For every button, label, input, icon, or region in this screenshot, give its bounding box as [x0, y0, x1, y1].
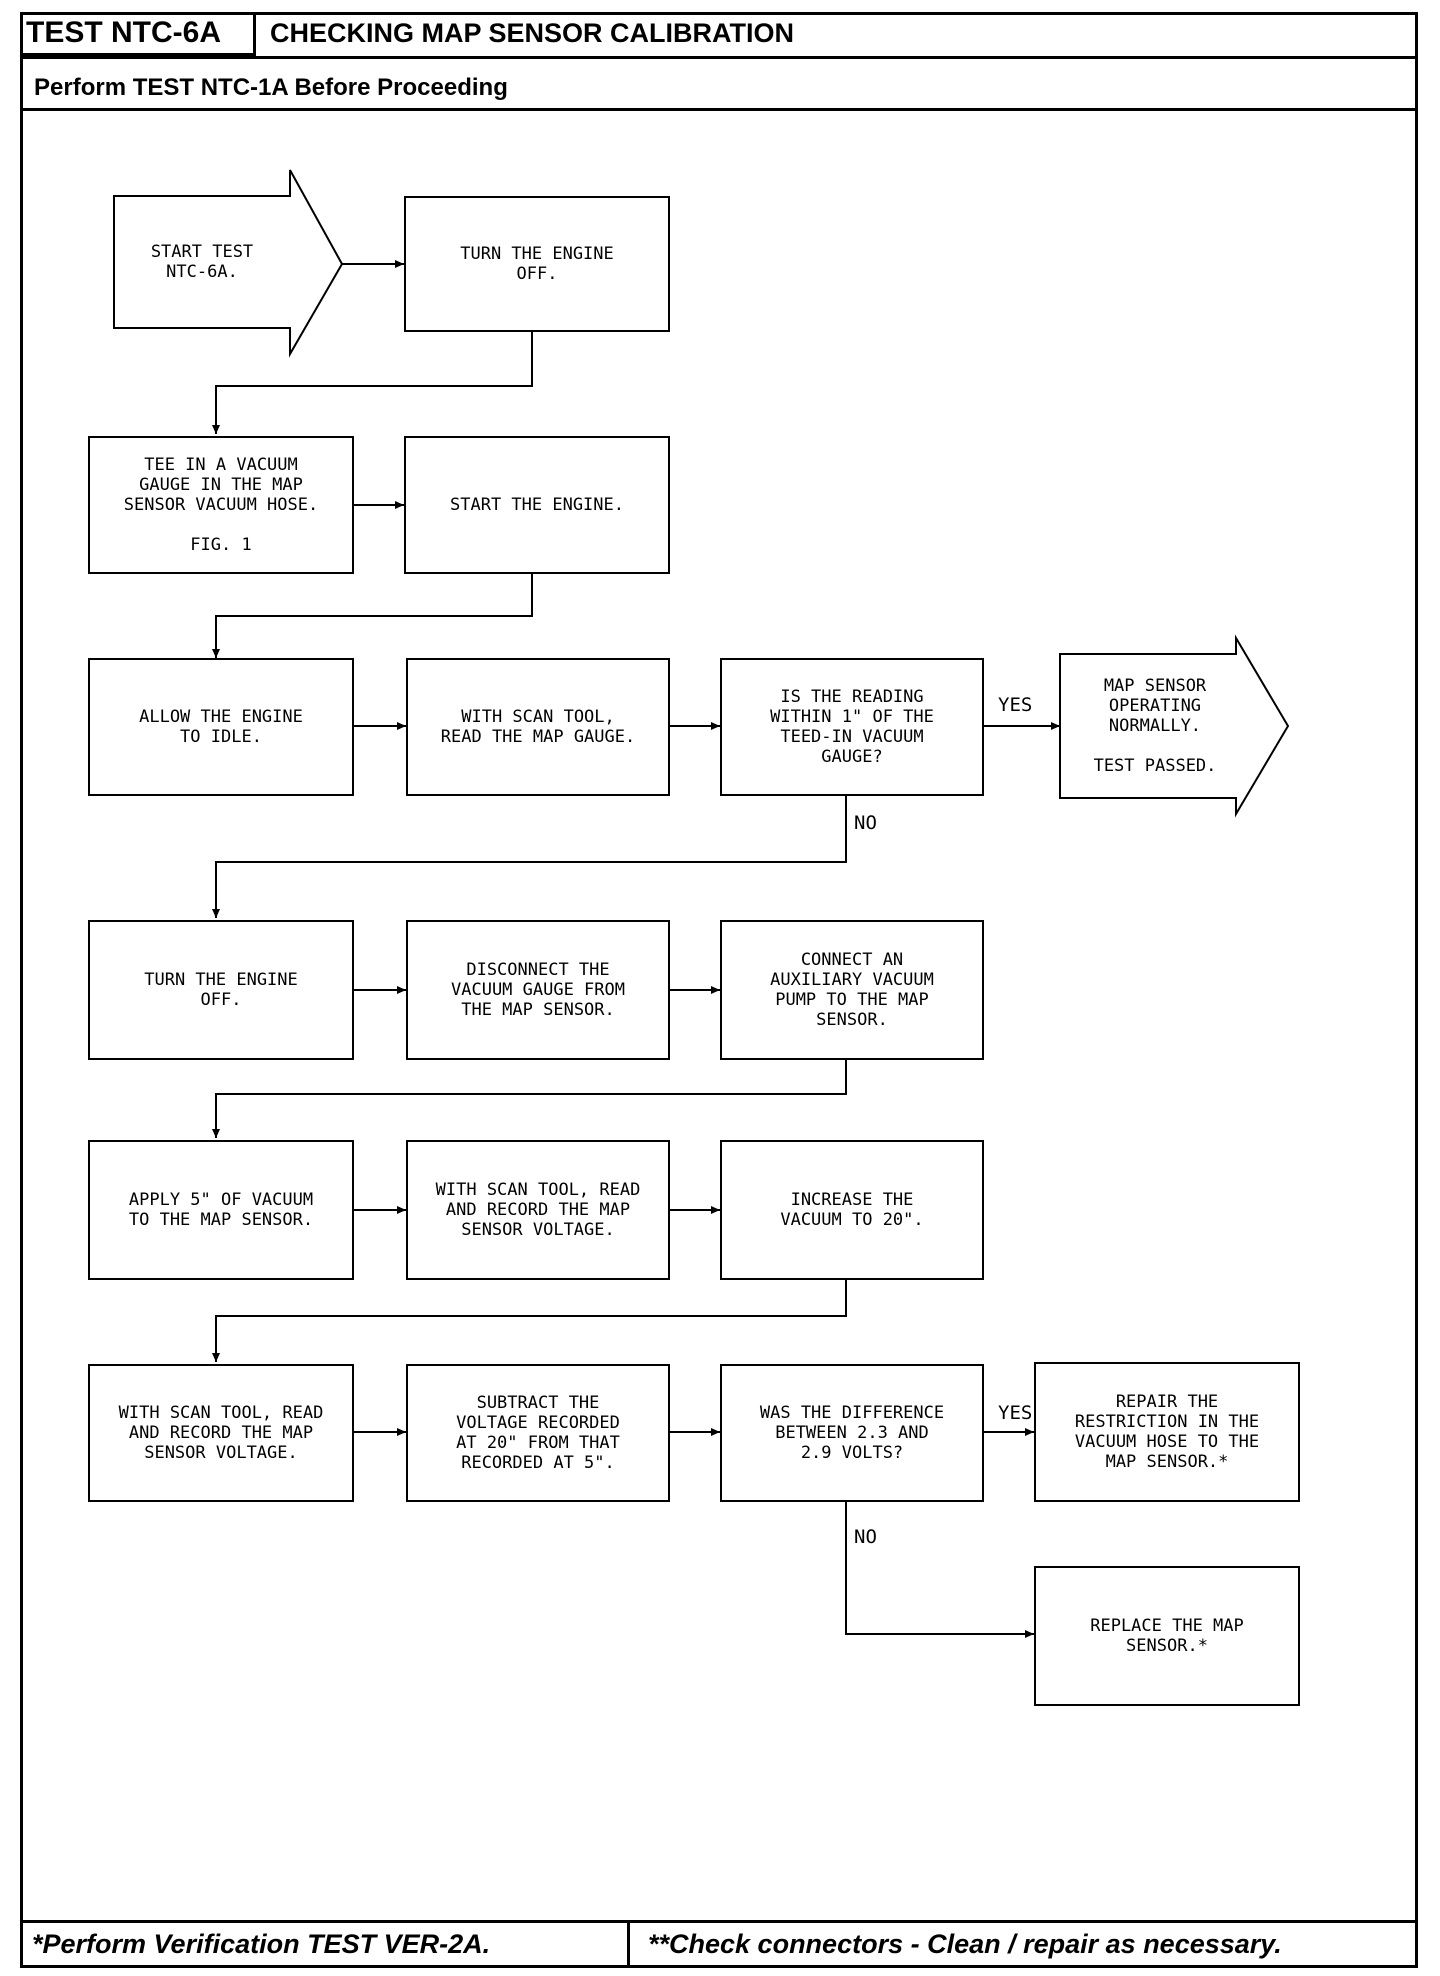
- result-label: REPAIR THE RESTRICTION IN THE VACUUM HOS…: [1074, 1392, 1260, 1472]
- decision-difference: WAS THE DIFFERENCE BETWEEN 2.3 AND 2.9 V…: [720, 1364, 984, 1502]
- start-label: START TEST NTC-6A.: [150, 242, 254, 282]
- yes-label: YES: [998, 1402, 1033, 1424]
- page-frame: [20, 12, 1418, 1968]
- step-read-gauge: WITH SCAN TOOL, READ THE MAP GAUGE.: [406, 658, 670, 796]
- step-label: INCREASE THE VACUUM TO 20".: [780, 1190, 924, 1230]
- step-engine-off-2: TURN THE ENGINE OFF.: [88, 920, 354, 1060]
- step-label: WITH SCAN TOOL, READ AND RECORD THE MAP …: [435, 1180, 641, 1240]
- step-label: ALLOW THE ENGINE TO IDLE.: [139, 707, 303, 747]
- step-label: APPLY 5" OF VACUUM TO THE MAP SENSOR.: [128, 1190, 314, 1230]
- step-connect-pump: CONNECT AN AUXILIARY VACUUM PUMP TO THE …: [720, 920, 984, 1060]
- divider: [20, 56, 1418, 59]
- step-disconnect: DISCONNECT THE VACUUM GAUGE FROM THE MAP…: [406, 920, 670, 1060]
- step-label: WITH SCAN TOOL, READ THE MAP GAUGE.: [440, 707, 636, 747]
- result-label: MAP SENSOR OPERATING NORMALLY. TEST PASS…: [1093, 676, 1217, 776]
- no-label: NO: [854, 812, 877, 834]
- step-record-2: WITH SCAN TOOL, READ AND RECORD THE MAP …: [88, 1364, 354, 1502]
- step-label: TEE IN A VACUUM GAUGE IN THE MAP SENSOR …: [123, 455, 319, 555]
- divider: [20, 108, 1418, 111]
- step-start-engine: START THE ENGINE.: [404, 436, 670, 574]
- flowchart: START TEST NTC-6A. TURN THE ENGINE OFF. …: [20, 108, 1418, 1920]
- decision-reading: IS THE READING WITHIN 1" OF THE TEED-IN …: [720, 658, 984, 796]
- step-subtract: SUBTRACT THE VOLTAGE RECORDED AT 20" FRO…: [406, 1364, 670, 1502]
- decision-label: IS THE READING WITHIN 1" OF THE TEED-IN …: [770, 687, 934, 767]
- step-apply-5: APPLY 5" OF VACUUM TO THE MAP SENSOR.: [88, 1140, 354, 1280]
- step-label: TURN THE ENGINE OFF.: [460, 244, 614, 284]
- test-id: TEST NTC-6A: [20, 12, 256, 56]
- footer-note-connectors: **Check connectors - Clean / repair as n…: [630, 1920, 1418, 1968]
- no-label: NO: [854, 1526, 877, 1548]
- passed-shape: [1059, 634, 1290, 818]
- result-passed: MAP SENSOR OPERATING NORMALLY. TEST PASS…: [1060, 654, 1250, 798]
- yes-label: YES: [998, 694, 1033, 716]
- step-label: SUBTRACT THE VOLTAGE RECORDED AT 20" FRO…: [456, 1393, 620, 1473]
- decision-label: WAS THE DIFFERENCE BETWEEN 2.3 AND 2.9 V…: [759, 1403, 945, 1463]
- step-idle: ALLOW THE ENGINE TO IDLE.: [88, 658, 354, 796]
- step-record-1: WITH SCAN TOOL, READ AND RECORD THE MAP …: [406, 1140, 670, 1280]
- step-tee-gauge: TEE IN A VACUUM GAUGE IN THE MAP SENSOR …: [88, 436, 354, 574]
- result-label: REPLACE THE MAP SENSOR.*: [1090, 1616, 1244, 1656]
- footer-note-verification: *Perform Verification TEST VER-2A.: [20, 1920, 630, 1968]
- step-label: TURN THE ENGINE OFF.: [144, 970, 298, 1010]
- page-title: CHECKING MAP SENSOR CALIBRATION: [270, 18, 795, 48]
- flowchart-connectors: [113, 169, 1290, 1638]
- step-engine-off-1: TURN THE ENGINE OFF.: [404, 196, 670, 332]
- start-shape: [113, 169, 344, 358]
- step-label: DISCONNECT THE VACUUM GAUGE FROM THE MAP…: [451, 960, 625, 1020]
- prerequisite-note: Perform TEST NTC-1A Before Proceeding: [34, 74, 508, 101]
- start-node: START TEST NTC-6A.: [114, 196, 290, 328]
- step-increase-20: INCREASE THE VACUUM TO 20".: [720, 1140, 984, 1280]
- step-label: WITH SCAN TOOL, READ AND RECORD THE MAP …: [118, 1403, 324, 1463]
- result-repair: REPAIR THE RESTRICTION IN THE VACUUM HOS…: [1034, 1362, 1300, 1502]
- step-label: CONNECT AN AUXILIARY VACUUM PUMP TO THE …: [770, 950, 934, 1030]
- step-label: START THE ENGINE.: [450, 495, 624, 515]
- result-replace: REPLACE THE MAP SENSOR.*: [1034, 1566, 1300, 1706]
